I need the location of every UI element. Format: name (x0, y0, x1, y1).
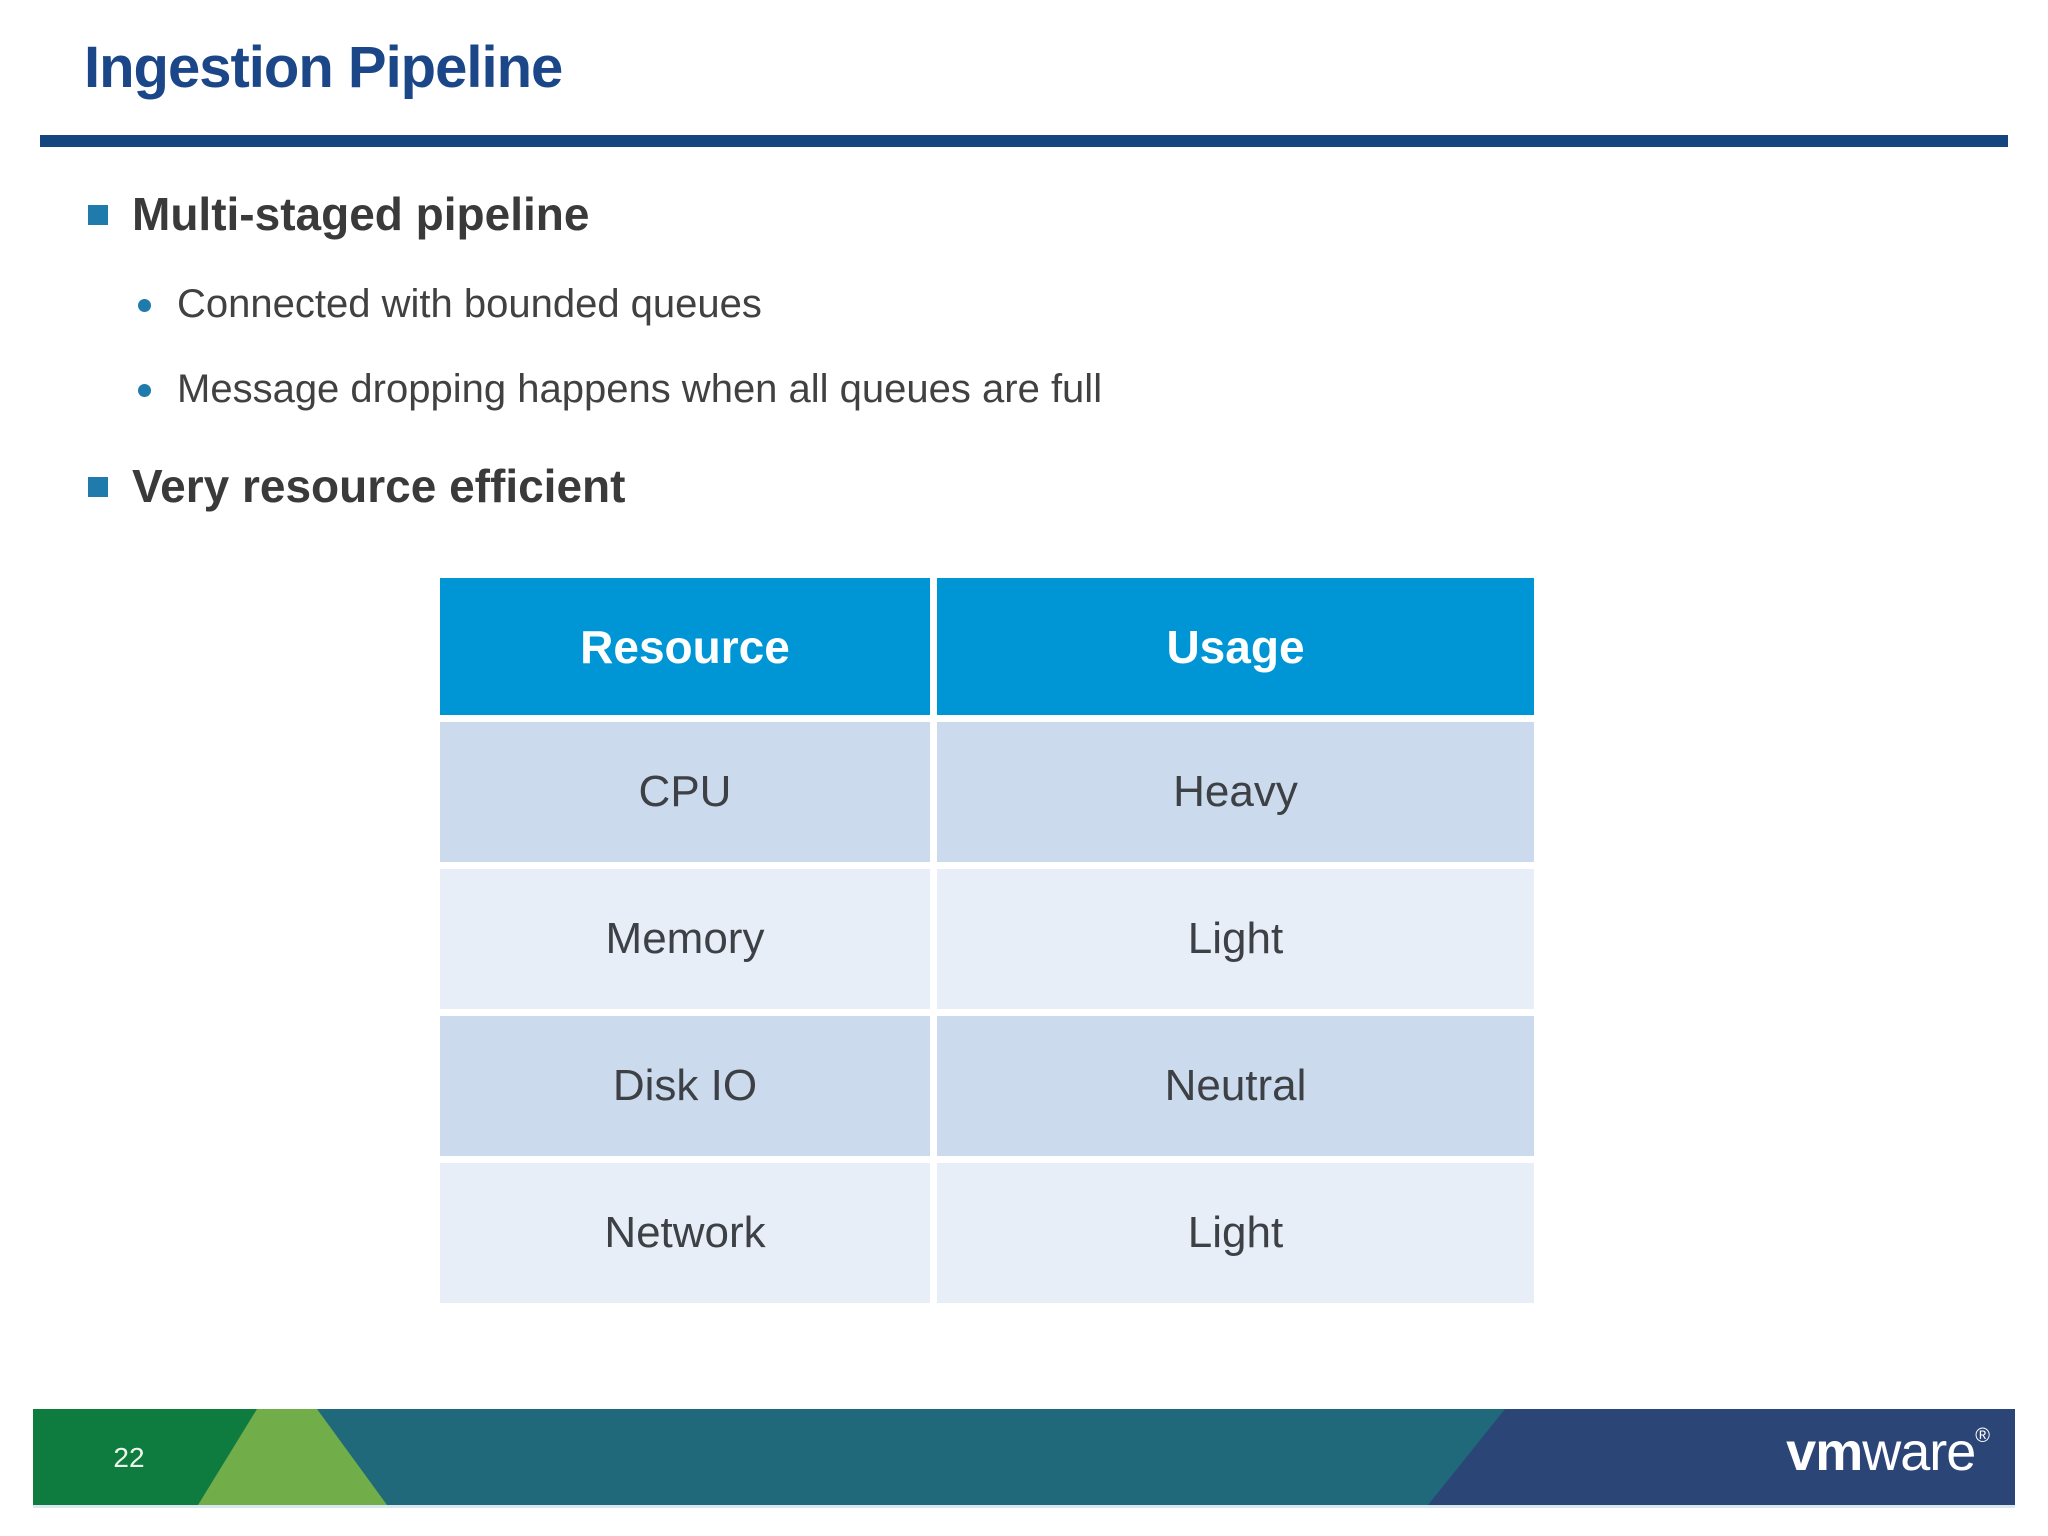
square-bullet-icon (88, 205, 108, 225)
page-number: 22 (113, 1442, 145, 1473)
resource-usage-table: Resource Usage CPU Heavy Memory Light Di… (440, 578, 1534, 1303)
table-cell-resource: Network (440, 1163, 930, 1303)
table-header-resource: Resource (440, 578, 930, 715)
bullet-text: Very resource efficient (132, 460, 626, 512)
square-bullet-icon (88, 477, 108, 497)
footer-bar: 22 vmware® (33, 1409, 2015, 1508)
table-cell-usage: Neutral (937, 1016, 1534, 1156)
sub-bullet-item: Message dropping happens when all queues… (138, 368, 1102, 410)
bullet-item: Very resource efficient (88, 462, 625, 510)
dot-bullet-icon (138, 384, 151, 397)
logo-ware: ware (1862, 1422, 1976, 1482)
table-header-usage: Usage (937, 578, 1534, 715)
bullet-text: Multi-staged pipeline (132, 188, 590, 240)
table-cell-resource: Disk IO (440, 1016, 930, 1156)
table-cell-resource: CPU (440, 722, 930, 862)
table-cell-resource: Memory (440, 869, 930, 1009)
page-title: Ingestion Pipeline (84, 35, 563, 100)
sub-bullet-text: Connected with bounded queues (177, 282, 762, 326)
table-cell-usage: Heavy (937, 722, 1534, 862)
sub-bullet-text: Message dropping happens when all queues… (177, 367, 1103, 411)
table-cell-usage: Light (937, 1163, 1534, 1303)
table-cell-usage: Light (937, 869, 1534, 1009)
vmware-logo: vmware® (1786, 1422, 1990, 1482)
sub-bullet-item: Connected with bounded queues (138, 283, 762, 325)
title-divider (40, 135, 2008, 147)
registered-mark-icon: ® (1975, 1425, 1990, 1447)
footer-background-shapes (33, 1409, 2015, 1505)
logo-vm: vm (1786, 1422, 1863, 1482)
dot-bullet-icon (138, 299, 151, 312)
bullet-item: Multi-staged pipeline (88, 190, 589, 238)
